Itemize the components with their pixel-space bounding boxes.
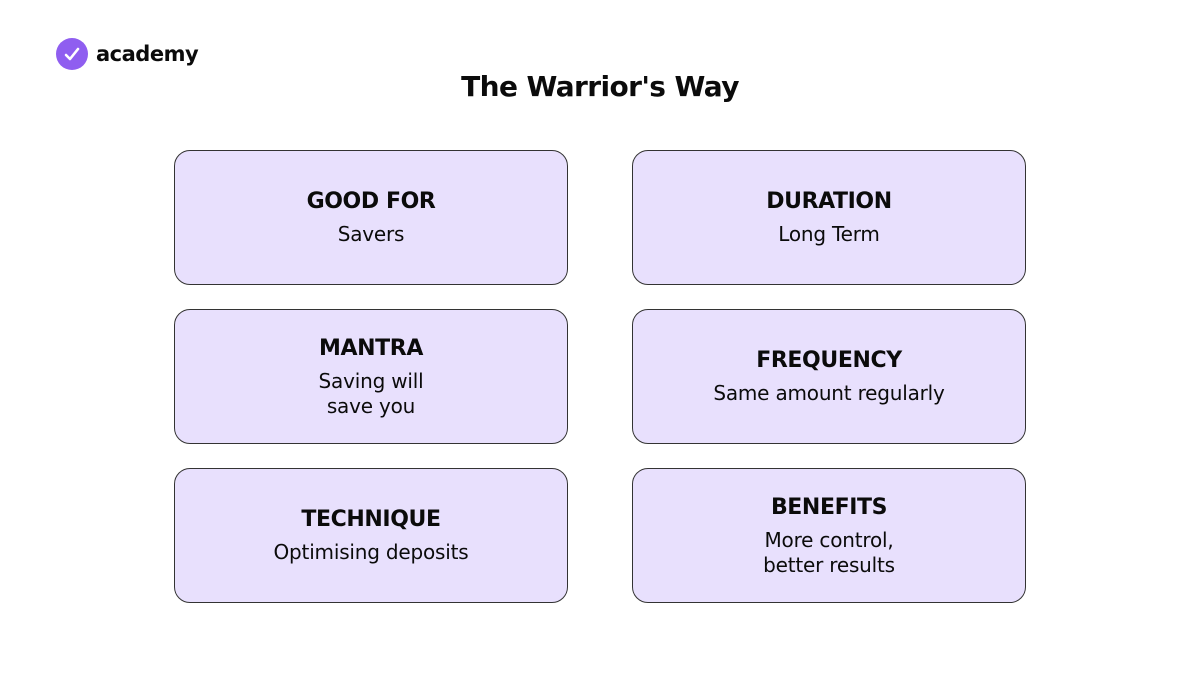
card-value: Long Term: [778, 222, 880, 246]
card-technique: TECHNIQUE Optimising deposits: [174, 468, 568, 603]
card-value: Optimising deposits: [273, 540, 469, 564]
brand-name: academy: [96, 42, 199, 66]
card-value: Saving will save you: [318, 368, 424, 418]
page-title: The Warrior's Way: [461, 70, 739, 103]
card-duration: DURATION Long Term: [632, 150, 1026, 285]
card-heading: DURATION: [766, 189, 892, 214]
card-heading: GOOD FOR: [306, 189, 436, 214]
card-value: Same amount regularly: [713, 381, 945, 405]
card-value: Savers: [337, 222, 405, 246]
card-heading: TECHNIQUE: [301, 507, 441, 532]
card-heading: FREQUENCY: [756, 348, 902, 373]
card-mantra: MANTRA Saving will save you: [174, 309, 568, 444]
card-good-for: GOOD FOR Savers: [174, 150, 568, 285]
card-heading: BENEFITS: [770, 494, 888, 520]
card-heading: MANTRA: [319, 335, 423, 361]
brand-logo[interactable]: academy: [56, 38, 199, 70]
check-icon: [56, 38, 88, 70]
card-benefits: BENEFITS More control, better results: [632, 468, 1026, 603]
card-frequency: FREQUENCY Same amount regularly: [632, 309, 1026, 444]
card-value: More control, better results: [763, 527, 895, 577]
